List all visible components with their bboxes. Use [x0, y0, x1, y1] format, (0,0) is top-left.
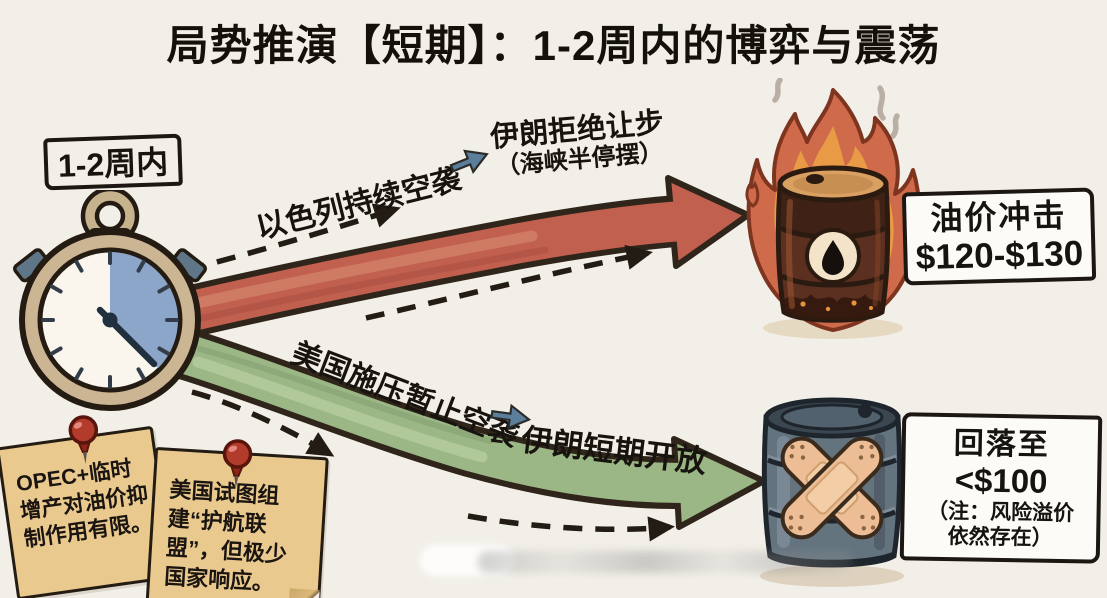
page-title: 局势推演【短期】：1-2周内的博弈与震荡 — [166, 22, 941, 69]
deescalation-arrow — [160, 328, 767, 530]
dashed-arrow-mid-lower — [191, 389, 335, 457]
red-pushpin-icon — [222, 439, 253, 488]
blurred-watermark — [420, 542, 865, 580]
escalation-outcome-label: 油价冲击 — [930, 196, 1067, 237]
stopwatch-icon — [13, 190, 207, 411]
timer-elapsed-wedge — [110, 252, 179, 369]
folded-corner — [287, 588, 320, 598]
dashed-arrow-top — [185, 203, 401, 273]
blue-right-arrow-icon — [490, 403, 532, 430]
burning-oil-barrel-icon — [745, 78, 922, 339]
watermark-blob — [420, 545, 515, 576]
bandaged-oil-barrel-icon — [760, 397, 904, 587]
smoke-wisps — [772, 78, 900, 139]
deescalation-outcome-label: 回落至 — [953, 426, 1051, 462]
red-pushpin-icon — [68, 415, 99, 464]
deescalation-outcome-note-line2: 依然存在） — [947, 524, 1053, 550]
deescalation-outcome-note-line1: （注：风险溢价 — [926, 499, 1075, 525]
dashed-guide-arrows — [185, 203, 676, 542]
watermark-bar — [478, 551, 853, 573]
deescalation-outcome-callout: 回落至 <$100 （注：风险溢价 依然存在） — [899, 412, 1103, 564]
timeframe-badge: 1-2周内 — [43, 133, 183, 191]
crossed-bandages — [780, 436, 884, 540]
dashed-arrow-bottom — [467, 513, 676, 542]
sticky-note-text: 美国试图组建“护航联盟”，但极少国家响应。 — [163, 476, 288, 596]
escalation-outcome-price: $120-$130 — [915, 233, 1084, 277]
deescalation-outcome-price: <$100 — [954, 460, 1048, 500]
blue-right-arrow-icon — [449, 149, 489, 174]
escalation-arrow — [162, 175, 751, 338]
escalation-outcome-callout: 油价冲击 $120-$130 — [901, 187, 1097, 286]
dashed-arrow-mid-upper — [365, 244, 653, 321]
